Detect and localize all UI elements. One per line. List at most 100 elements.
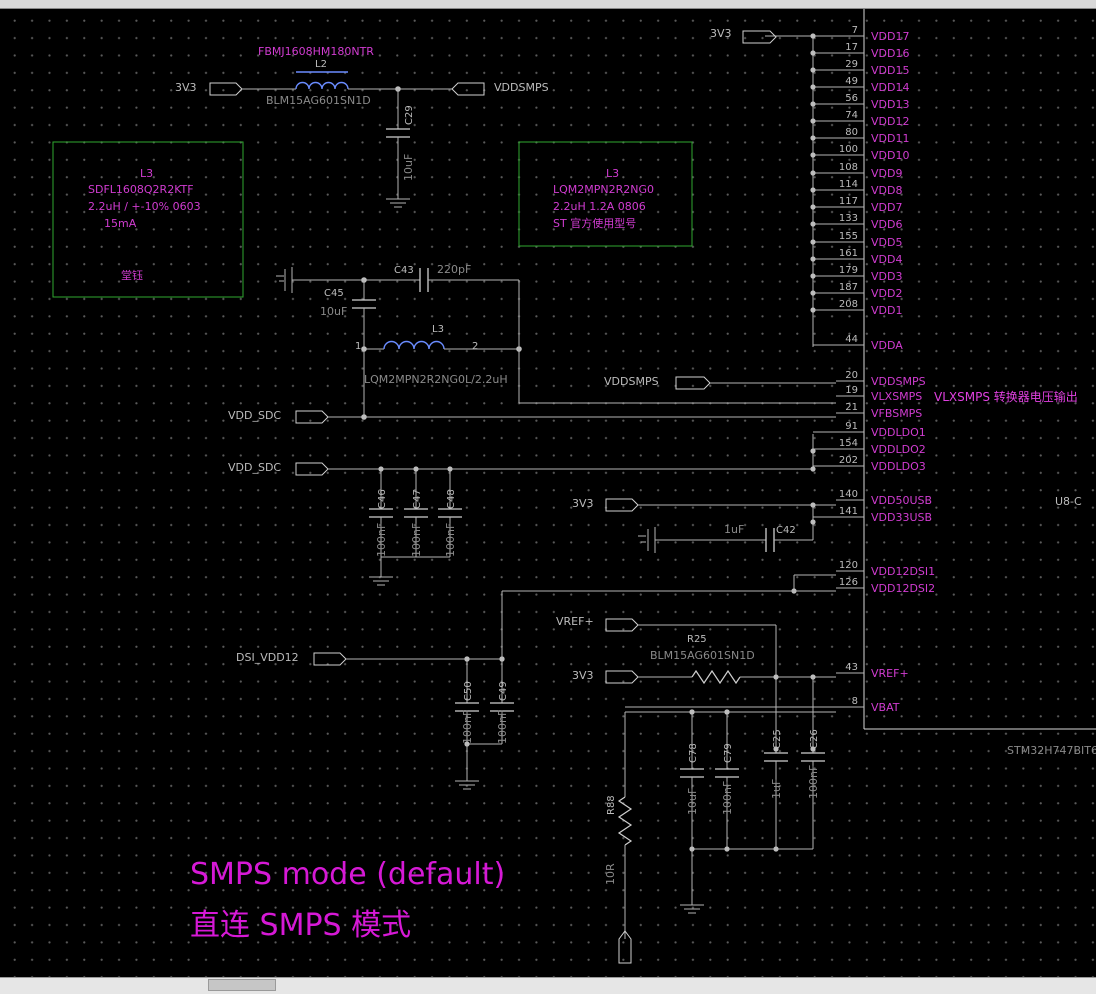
port-vref[interactable]: VREF+ bbox=[556, 615, 639, 632]
r88-ref: R88 bbox=[606, 795, 617, 815]
ic-pin-name: VDD3 bbox=[871, 270, 902, 283]
port-vdd-sdc-2-label: VDD_SDC bbox=[228, 461, 281, 474]
ic-pin-name: VDD12DSI2 bbox=[871, 582, 935, 595]
port-vddsmps-top-label: VDDSMPS bbox=[494, 81, 549, 94]
ic-pin-number: 29 bbox=[845, 59, 858, 70]
port-3v3-vref[interactable]: 3V3 bbox=[572, 669, 639, 684]
horizontal-scrollbar[interactable] bbox=[0, 977, 1096, 994]
port-3v3-usb-label: 3V3 bbox=[572, 497, 594, 510]
port-dsi-vdd12-label: DSI_VDD12 bbox=[236, 651, 299, 664]
ic-pin-name: VDDLDO2 bbox=[871, 443, 926, 456]
note-b-line: L3 bbox=[606, 167, 619, 180]
mode-text-chinese: 直连 SMPS 模式 bbox=[190, 908, 411, 943]
ic-pin-number: 91 bbox=[845, 421, 858, 432]
ic-pin-number: 120 bbox=[839, 560, 858, 571]
c29-ref: C29 bbox=[404, 105, 415, 125]
ic-pin-name: VDDA bbox=[871, 339, 903, 352]
inductor-l3[interactable] bbox=[364, 340, 519, 350]
note-l3-option-a-vendor: 堂钰 bbox=[121, 269, 143, 282]
cap-value: 100nF bbox=[807, 765, 820, 799]
l2-ref: L2 bbox=[315, 59, 327, 70]
ic-pin-number: 187 bbox=[839, 282, 858, 293]
port-vdd-sdc-2[interactable]: VDD_SDC bbox=[228, 461, 329, 476]
r88-value: 10R bbox=[604, 863, 617, 885]
ic-pin-name: VDD16 bbox=[871, 47, 909, 60]
ic-pin-number: 208 bbox=[839, 299, 858, 310]
l2-ferrite[interactable] bbox=[295, 71, 349, 90]
vdd-bus bbox=[765, 35, 814, 347]
port-dsi-vdd12[interactable]: DSI_VDD12 bbox=[236, 651, 347, 666]
ic-body[interactable] bbox=[863, 9, 1096, 730]
ic-pin-name: VDD12 bbox=[871, 115, 909, 128]
capacitor[interactable]: C26 100nF bbox=[801, 729, 825, 849]
cap-value: 100nF bbox=[496, 710, 509, 744]
cap-ref: C78 bbox=[688, 743, 699, 763]
cap-c29[interactable] bbox=[386, 89, 410, 208]
port-vddsmps-mid-label: VDDSMPS bbox=[604, 375, 659, 388]
ic-pin-number: 56 bbox=[845, 93, 858, 104]
cap-ref: C50 bbox=[463, 681, 474, 701]
note-b-line: ST 官方使用型号 bbox=[553, 216, 636, 230]
cap-ref: C49 bbox=[498, 681, 509, 701]
port-vddsmps-mid[interactable]: VDDSMPS bbox=[604, 375, 711, 390]
window-top-edge bbox=[0, 0, 1096, 9]
ic-pin-number: 49 bbox=[845, 76, 858, 87]
port-3v3-top[interactable]: 3V3 bbox=[710, 27, 777, 44]
ic-pin-name: VDD14 bbox=[871, 81, 909, 94]
ic-pin-name: VDD13 bbox=[871, 98, 909, 111]
l3-ref: L3 bbox=[432, 324, 444, 335]
scrollbar-thumb[interactable] bbox=[208, 979, 276, 991]
ic-pin-number: 7 bbox=[852, 25, 858, 36]
ic-pin-name: VDD1 bbox=[871, 304, 902, 317]
ic-pin-name: VDDLDO3 bbox=[871, 460, 926, 473]
l3-pin2: 2 bbox=[472, 341, 478, 352]
ic-pin-number: 17 bbox=[845, 42, 858, 53]
ic-pin-number: 179 bbox=[839, 265, 858, 276]
resistor-r25[interactable] bbox=[691, 669, 741, 685]
port-3v3-vref-label: 3V3 bbox=[572, 669, 594, 682]
l2-part: FBMJ1608HM180NTR bbox=[258, 45, 374, 58]
resistor-r88[interactable] bbox=[617, 796, 633, 846]
ic-pin-name: VDD4 bbox=[871, 253, 902, 266]
cap-value: 1uF bbox=[770, 779, 783, 799]
c43-value: 220pF bbox=[437, 263, 471, 276]
cap-c42[interactable] bbox=[638, 527, 813, 553]
ic-pin-number: 108 bbox=[839, 162, 858, 173]
port-vddsmps-top[interactable]: VDDSMPS bbox=[451, 81, 549, 96]
cap-c45[interactable] bbox=[352, 280, 376, 418]
ic-pin-name: VDD33USB bbox=[871, 511, 932, 524]
ic-pin-name: VBAT bbox=[871, 701, 900, 714]
cap-ref: C26 bbox=[809, 729, 820, 749]
ic-pin-name: VFBSMPS bbox=[871, 407, 922, 420]
ic-pin-number: 44 bbox=[845, 334, 858, 345]
ic-pin-name: VDD6 bbox=[871, 218, 902, 231]
note-a-line: 15mA bbox=[104, 217, 137, 230]
cap-c43[interactable] bbox=[276, 267, 519, 293]
ic-pin-number: 43 bbox=[845, 662, 858, 673]
mode-text-english: SMPS mode (default) bbox=[190, 857, 505, 892]
ic-pin-name: VDD7 bbox=[871, 201, 902, 214]
port-3v3-usb[interactable]: 3V3 bbox=[572, 497, 639, 512]
port-vdd-sdc-1[interactable]: VDD_SDC bbox=[228, 409, 329, 424]
l3-value: LQM2MPN2R2NG0L/2.2uH bbox=[364, 373, 508, 386]
port-3v3-l2[interactable]: 3V3 bbox=[175, 81, 243, 96]
ic-refdes: U8-C bbox=[1055, 495, 1082, 508]
cap-ref: C48 bbox=[446, 489, 457, 509]
c43-ref: C43 bbox=[394, 265, 414, 276]
port-vbat-bottom[interactable] bbox=[618, 930, 632, 964]
capacitor[interactable]: C49 100nF bbox=[490, 656, 514, 744]
